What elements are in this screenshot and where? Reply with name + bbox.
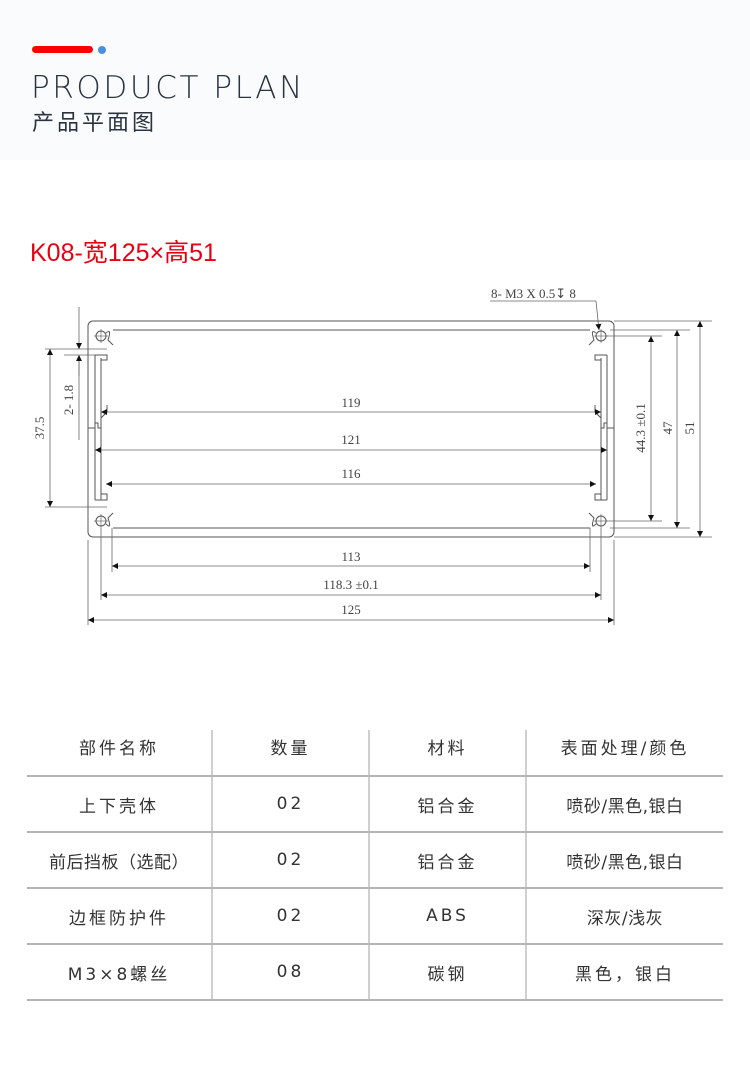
header-part-name: 部件名称 (27, 730, 212, 777)
dim-2-1-8: 2- 1.8 (61, 385, 76, 415)
model-title: K08-宽125×高51 (30, 239, 217, 267)
header-band: PRODUCT PLAN 产品平面图 (0, 0, 750, 160)
cell-material: ABS (368, 888, 526, 945)
table-row: 上下壳体 02 铝合金 喷砂/黑色,银白 (27, 776, 723, 833)
dim-116: 116 (341, 466, 361, 481)
cell-part: M3×8螺丝 (27, 944, 212, 1001)
dim-119: 119 (341, 395, 360, 410)
header-material: 材料 (368, 730, 526, 777)
cell-material: 碳钢 (368, 944, 526, 1001)
cell-part: 边框防护件 (27, 888, 212, 945)
dim-37-5: 37.5 (32, 417, 47, 440)
header-finish: 表面处理/颜色 (525, 730, 723, 777)
dim-47: 47 (660, 421, 675, 435)
cell-qty: 02 (211, 776, 369, 833)
spec-table: 部件名称 数量 材料 表面处理/颜色 上下壳体 02 铝合金 喷砂/黑色,银白 … (27, 730, 723, 1001)
dim-113: 113 (341, 549, 360, 564)
dim-51: 51 (682, 422, 697, 435)
cell-finish: 深灰/浅灰 (525, 888, 723, 945)
dim-121: 121 (341, 432, 361, 447)
cell-qty: 02 (211, 832, 369, 889)
section-title-en: PRODUCT PLAN (31, 70, 305, 106)
cell-material: 铝合金 (368, 832, 526, 889)
cell-qty: 02 (211, 888, 369, 945)
table-row: M3×8螺丝 08 碳钢 黑色，银白 (27, 944, 723, 1001)
section-title-cn: 产品平面图 (32, 111, 158, 136)
cell-qty: 08 (211, 944, 369, 1001)
table-row: 边框防护件 02 ABS 深灰/浅灰 (27, 888, 723, 945)
header-quantity: 数量 (211, 730, 369, 777)
cell-part: 前后挡板（选配） (27, 832, 212, 889)
technical-drawing: 119 121 116 113 118.3 ±0.1 125 8- M3 X 0… (0, 270, 750, 650)
thread-callout: 8- M3 X 0.5↧ 8 (491, 286, 576, 301)
cell-finish: 黑色，银白 (525, 944, 723, 1001)
cell-part: 上下壳体 (27, 776, 212, 833)
cell-material: 铝合金 (368, 776, 526, 833)
cell-finish: 喷砂/黑色,银白 (525, 832, 723, 889)
table-header-row: 部件名称 数量 材料 表面处理/颜色 (27, 730, 723, 777)
dim-44-3: 44.3 ±0.1 (633, 403, 648, 452)
table-row: 前后挡板（选配） 02 铝合金 喷砂/黑色,银白 (27, 832, 723, 889)
accent-dot (98, 46, 106, 54)
accent-bar (32, 46, 93, 53)
cell-finish: 喷砂/黑色,银白 (525, 776, 723, 833)
dim-118-3: 118.3 ±0.1 (323, 577, 378, 592)
dim-125: 125 (341, 602, 361, 617)
